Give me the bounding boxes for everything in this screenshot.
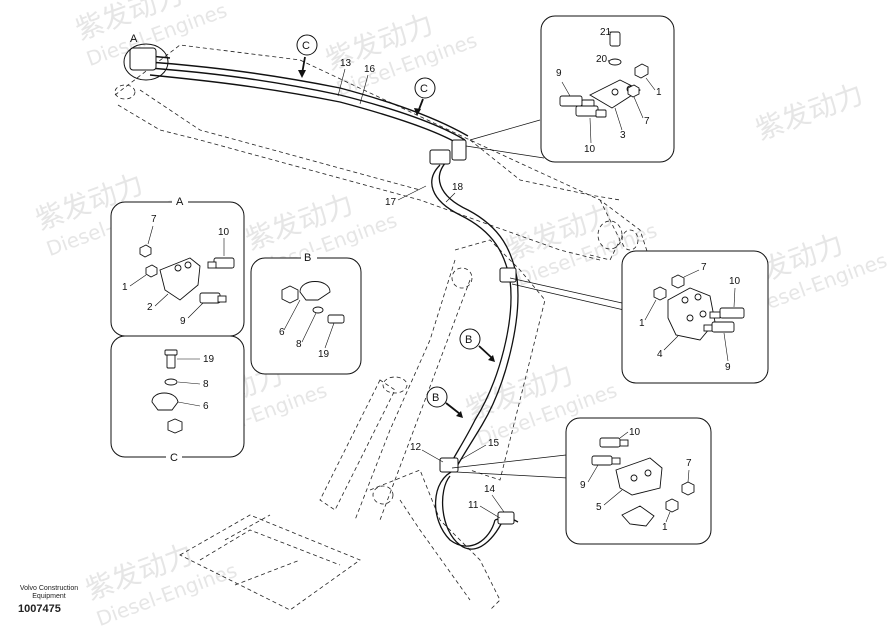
a-label-2: 2 bbox=[147, 302, 153, 313]
detail-a: A 7 10 1 2 9 bbox=[110, 196, 245, 337]
detail-leaders bbox=[451, 119, 625, 479]
b-label-19: 19 bbox=[318, 349, 330, 360]
tr-label-7: 7 bbox=[644, 116, 650, 127]
detail-right: 7 10 1 4 9 bbox=[621, 250, 769, 384]
label-17: 17 bbox=[385, 197, 397, 208]
r-label-7: 7 bbox=[701, 262, 707, 273]
r-label-4: 4 bbox=[657, 349, 663, 360]
br-label-5: 5 bbox=[596, 502, 602, 513]
label-13: 13 bbox=[340, 58, 352, 69]
callout-c-1: C bbox=[296, 34, 318, 78]
r-label-1: 1 bbox=[639, 318, 645, 329]
footer-figure-number: 1007475 bbox=[18, 603, 61, 615]
detail-a-title: A bbox=[176, 196, 184, 208]
callout-c1-label: C bbox=[302, 40, 310, 52]
label-11: 11 bbox=[468, 500, 479, 511]
label-15: 15 bbox=[488, 438, 500, 449]
tr-label-21: 21 bbox=[600, 27, 612, 38]
a-label-9: 9 bbox=[180, 316, 186, 327]
c-label-8: 8 bbox=[203, 379, 209, 390]
b-label-6: 6 bbox=[279, 327, 285, 338]
footer-company: Volvo Construction Equipment bbox=[14, 585, 84, 601]
tr-label-1: 1 bbox=[656, 87, 662, 98]
footer-company-line1: Volvo Construction bbox=[19, 585, 79, 592]
arm-hoses bbox=[431, 159, 519, 550]
footer-company-line2: Equipment bbox=[32, 593, 66, 600]
tr-label-3: 3 bbox=[620, 130, 626, 141]
callout-b2-label: B bbox=[432, 392, 439, 404]
detail-b: B 6 8 19 bbox=[250, 252, 362, 375]
main-labels: 13 16 17 18 12 15 14 11 bbox=[337, 58, 505, 519]
c-label-6: 6 bbox=[203, 401, 209, 412]
callout-a-top: A bbox=[130, 33, 138, 45]
callout-c2-label: C bbox=[420, 83, 428, 95]
tr-label-9: 9 bbox=[556, 68, 562, 79]
callout-c-2: C bbox=[414, 77, 436, 116]
a-label-7: 7 bbox=[151, 214, 157, 225]
detail-c: C 19 8 6 bbox=[110, 335, 245, 464]
br-label-7: 7 bbox=[686, 458, 692, 469]
b-label-8: 8 bbox=[296, 339, 302, 350]
label-12: 12 bbox=[410, 442, 422, 453]
label-16: 16 bbox=[364, 64, 376, 75]
detail-c-title: C bbox=[170, 452, 178, 464]
callout-a-ring: A bbox=[123, 33, 169, 81]
tr-label-20: 20 bbox=[596, 54, 608, 65]
label-14: 14 bbox=[484, 484, 496, 495]
detail-bottom-right: 10 9 7 5 1 bbox=[565, 417, 712, 545]
callout-b1-label: B bbox=[465, 334, 472, 346]
callout-b-2: B bbox=[426, 386, 463, 418]
boom-outline bbox=[114, 44, 651, 611]
br-label-1: 1 bbox=[662, 522, 668, 533]
tr-label-10: 10 bbox=[584, 144, 596, 155]
detail-top-right: 21 20 9 1 7 3 10 bbox=[540, 15, 675, 163]
watermark-cn-10: 紫发动力 bbox=[751, 77, 868, 146]
r-label-9: 9 bbox=[725, 362, 731, 373]
detail-b-title: B bbox=[304, 252, 311, 264]
c-label-19: 19 bbox=[203, 354, 215, 365]
callout-b-1: B bbox=[459, 328, 495, 362]
a-label-1: 1 bbox=[122, 282, 128, 293]
label-18: 18 bbox=[452, 182, 464, 193]
br-label-10: 10 bbox=[629, 427, 641, 438]
a-label-10: 10 bbox=[218, 227, 230, 238]
br-label-9: 9 bbox=[580, 480, 586, 491]
r-label-10: 10 bbox=[729, 276, 741, 287]
